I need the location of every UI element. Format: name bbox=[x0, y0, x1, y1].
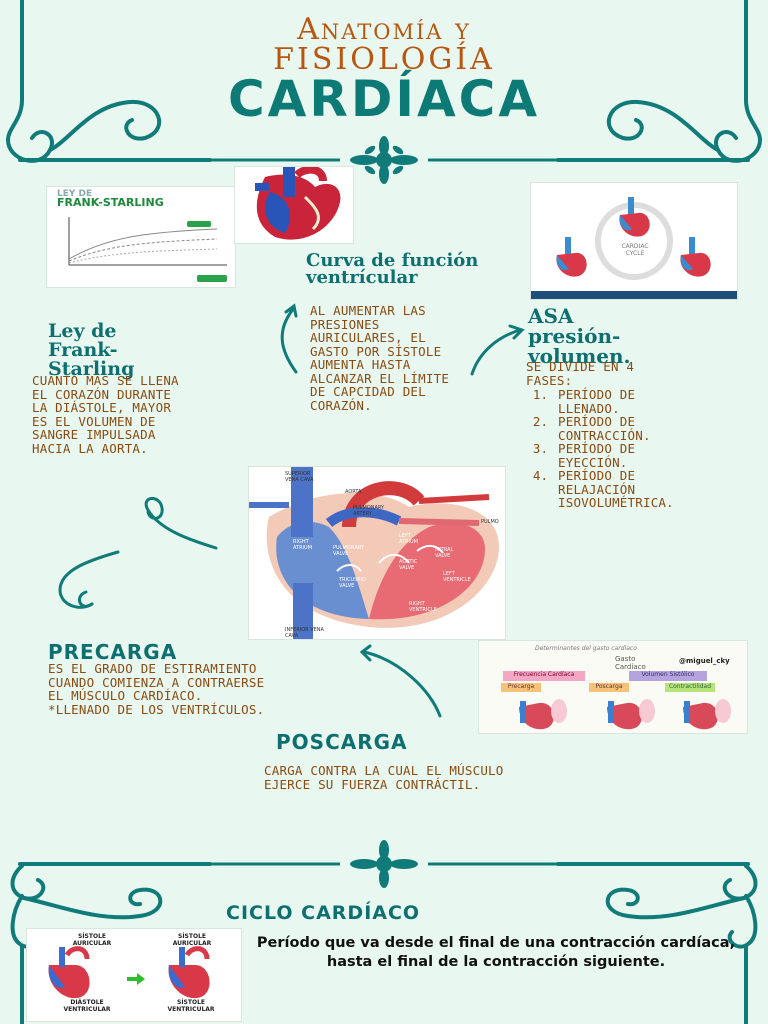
bottom-frame-ornament bbox=[10, 840, 758, 1024]
asa-phase: Período de llenado. bbox=[556, 388, 688, 415]
poscarga-title: POSCARGA bbox=[276, 730, 408, 754]
label-aortic-valve: AORTIC VALVE bbox=[399, 559, 418, 571]
curva-title: Curva de función ventrícular bbox=[306, 250, 479, 288]
gasto-box: Frecuencia Cardíaca bbox=[503, 671, 585, 681]
frank-starling-thumbnail: LEY DE FRANK-STARLING bbox=[46, 186, 236, 288]
asa-intro: Se divide en 4 fases: bbox=[526, 359, 635, 388]
gasto-hearts bbox=[519, 699, 731, 730]
frank-thumb-title: FRANK-STARLING bbox=[57, 196, 164, 209]
ciclo-body: Período que va desde el final de una con… bbox=[256, 935, 736, 970]
label-pulmo: PULMO bbox=[481, 519, 499, 525]
ciclo-title: CICLO CARDÍACO bbox=[226, 902, 421, 924]
label-aorta: AORTA bbox=[345, 489, 362, 495]
gasto-thumb-center: Gasto Cardíaco bbox=[615, 655, 646, 671]
ley-title: Ley de Frank-Starling bbox=[48, 320, 135, 380]
top-frame-ornament bbox=[5, 0, 763, 184]
frank-thumb-curves bbox=[68, 217, 227, 282]
precarga-body: Es el grado de estiramiento cuando comie… bbox=[48, 661, 265, 717]
gasto-box: Poscarga bbox=[589, 683, 629, 692]
label-right-atrium: RIGHT ATRIUM bbox=[293, 539, 313, 551]
label-tricuspid-valve: TRICUSPID VALVE bbox=[339, 577, 366, 589]
poscarga-body: Carga contra la cual el músculo ejerce s… bbox=[264, 763, 504, 792]
title-line-2: fisiología bbox=[273, 42, 495, 77]
label-pulmonary-artery: PULMONARY ARTERY bbox=[353, 505, 385, 517]
ciclo-thumb-label: DIÁSTOLE VENTRICULAR bbox=[63, 999, 111, 1013]
label-left-atrium: LEFT ATRIUM bbox=[399, 533, 419, 545]
asa-title: ASA presión-volumen. bbox=[528, 304, 631, 368]
cycle-thumb-label: CARDIAC CYCLE bbox=[621, 243, 649, 257]
title-line-1: Anatomía y bbox=[297, 12, 471, 47]
ciclo-thumbnail: SÍSTOLE AURICULAR DIÁSTOLE VENTRICULAR S… bbox=[26, 928, 242, 1022]
label-inferior-vena-cava: INFERIOR VENA CAVA bbox=[285, 627, 324, 639]
asa-phase: Período de contracción. bbox=[556, 415, 688, 442]
gasto-box: Contractilidad bbox=[665, 683, 715, 692]
label-right-ventricle: RIGHT VENTRICLE bbox=[409, 601, 437, 613]
ciclo-thumb-label: SÍSTOLE AURICULAR bbox=[72, 933, 112, 947]
curva-body: Al aumentar las presiones auriculares, e… bbox=[310, 303, 450, 413]
label-pulmonary-valve: PULMONARY VALVE bbox=[333, 545, 365, 557]
label-mitral-valve: MITRAL VALVE bbox=[435, 547, 454, 559]
asa-phase: Período de eyección. bbox=[556, 442, 688, 469]
asa-phase: Período de relajación isovolumétrica. bbox=[556, 469, 688, 510]
gasto-box: Volumen Sistólico bbox=[629, 671, 707, 681]
cardiac-cycle-thumbnail: CARDIAC CYCLE bbox=[530, 182, 738, 300]
label-left-ventricle: LEFT VENTRICLE bbox=[443, 571, 471, 583]
ley-body: Cuanto más se llena el corazón durante l… bbox=[32, 373, 179, 456]
ciclo-thumb-label: SÍSTOLE AURICULAR bbox=[172, 933, 212, 947]
asa-phase-list: Período de llenado. Período de contracci… bbox=[530, 388, 688, 510]
gasto-box: Precarga bbox=[501, 683, 541, 692]
gasto-thumb-title: Determinantes del gasto cardiaco bbox=[535, 645, 637, 652]
gasto-cardiaco-thumbnail: Determinantes del gasto cardiaco Gasto C… bbox=[478, 640, 748, 734]
frank-thumb-tag: LEY DE bbox=[57, 189, 93, 199]
heart-anatomy-diagram: SUPERIOR VENA CAVA AORTA PULMONARY ARTER… bbox=[248, 466, 506, 640]
heart-illustration-small bbox=[234, 166, 354, 244]
ciclo-thumb-label: SÍSTOLE VENTRICULAR bbox=[167, 999, 215, 1013]
gasto-thumb-handle: @miguel_cky bbox=[679, 657, 730, 665]
title-line-3: CARDÍACA bbox=[227, 70, 541, 128]
label-svc: SUPERIOR VENA CAVA bbox=[285, 471, 314, 483]
precarga-title: PRECARGA bbox=[48, 640, 178, 664]
